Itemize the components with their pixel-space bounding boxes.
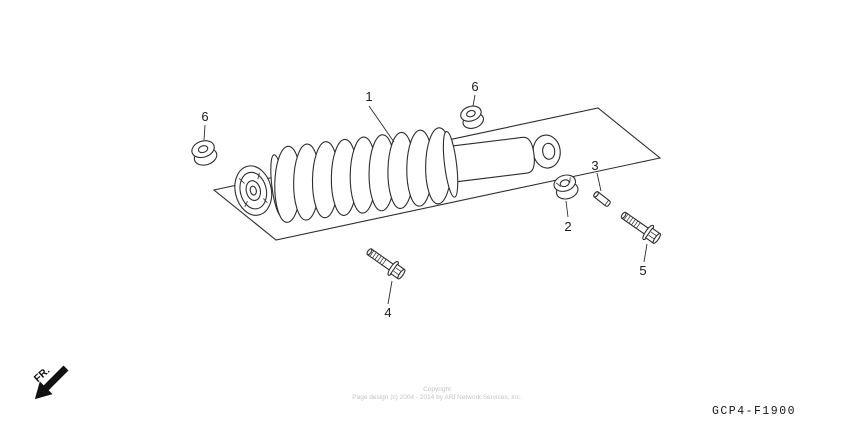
bolt-thread xyxy=(636,222,641,229)
fr-direction-arrow: FR. xyxy=(32,365,69,400)
leader-line-1 xyxy=(368,105,395,143)
copyright-line-1: Copyright xyxy=(423,386,451,393)
damper-cylinder xyxy=(442,136,535,184)
eye-ring-hole xyxy=(542,142,556,160)
bushing-hole xyxy=(466,109,476,118)
bolt-thread xyxy=(631,219,636,226)
bushing-hole xyxy=(197,145,209,154)
leader-line-2 xyxy=(565,200,569,218)
copyright-line-2: Page design (c) 2004 - 2014 by ARI Netwo… xyxy=(352,394,522,401)
bolt-thread xyxy=(623,213,629,220)
bolt-head-end xyxy=(397,268,406,280)
callout-6-left[interactable]: 6 xyxy=(201,109,208,124)
leader-line-6-right xyxy=(472,94,476,107)
bolt-thread xyxy=(628,217,634,224)
shock-eye-ring xyxy=(532,134,561,169)
diagram-part-code: GCP4-F1900 xyxy=(712,405,796,418)
callouts: 1 6 6 2 3 4 5 xyxy=(201,79,648,320)
collar-shading xyxy=(569,177,571,183)
flange-bolt-4 xyxy=(366,248,406,280)
leader-line-3 xyxy=(596,172,602,192)
bolt-thread xyxy=(377,255,382,262)
coil-spring xyxy=(274,127,453,223)
callout-2[interactable]: 2 xyxy=(564,219,571,234)
eyelet-shading xyxy=(263,198,268,204)
eyelet-shading xyxy=(257,172,260,180)
collar-2 xyxy=(553,174,579,200)
bolt-thread xyxy=(633,220,639,227)
eyelet-shading xyxy=(238,178,245,184)
pin-end xyxy=(593,191,599,198)
eyelet-shading xyxy=(244,200,248,208)
bolt-thread xyxy=(369,250,375,257)
pin-3 xyxy=(593,191,611,207)
collar-shading xyxy=(555,182,561,187)
flange-bolt-5 xyxy=(620,211,661,244)
pin-groove xyxy=(604,200,609,206)
bushing-6-left xyxy=(191,140,218,166)
leader-line-6-left xyxy=(203,124,206,141)
bolt-thread xyxy=(374,253,380,260)
callout-6-right[interactable]: 6 xyxy=(471,79,478,94)
layout-parallelogram xyxy=(212,107,662,241)
collar-hole xyxy=(559,179,570,188)
callout-3[interactable]: 3 xyxy=(591,158,598,173)
callout-1[interactable]: 1 xyxy=(365,89,372,104)
bolt-tip xyxy=(366,248,373,256)
shock-absorber-assembly xyxy=(234,127,561,223)
shock-eyelet xyxy=(234,165,273,216)
leader-line-4 xyxy=(387,280,393,305)
eyelet-hole xyxy=(249,185,257,196)
bolt-thread xyxy=(379,257,384,264)
callout-4[interactable]: 4 xyxy=(384,305,391,320)
bolt-thread xyxy=(381,259,387,266)
spring-seat-right xyxy=(442,131,459,198)
fr-arrow-icon xyxy=(34,365,69,400)
leader-line-5 xyxy=(643,243,648,263)
bolt-head-end xyxy=(652,233,661,244)
bolt-thread xyxy=(372,252,377,259)
callout-5[interactable]: 5 xyxy=(639,263,646,278)
bushing-6-right xyxy=(460,105,485,129)
bolt-tip xyxy=(620,211,627,219)
bolt-thread xyxy=(626,215,631,222)
